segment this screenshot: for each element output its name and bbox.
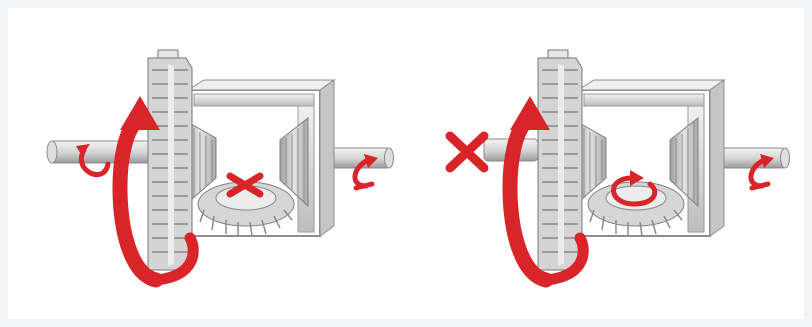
differential-diagram-right xyxy=(398,8,804,319)
differential-diagram-left xyxy=(8,8,398,319)
x-mark-icon xyxy=(450,136,484,168)
spider-gear xyxy=(198,182,294,236)
right-axle xyxy=(716,148,790,168)
illustration-panel xyxy=(8,8,804,319)
spider-gear xyxy=(588,182,684,236)
